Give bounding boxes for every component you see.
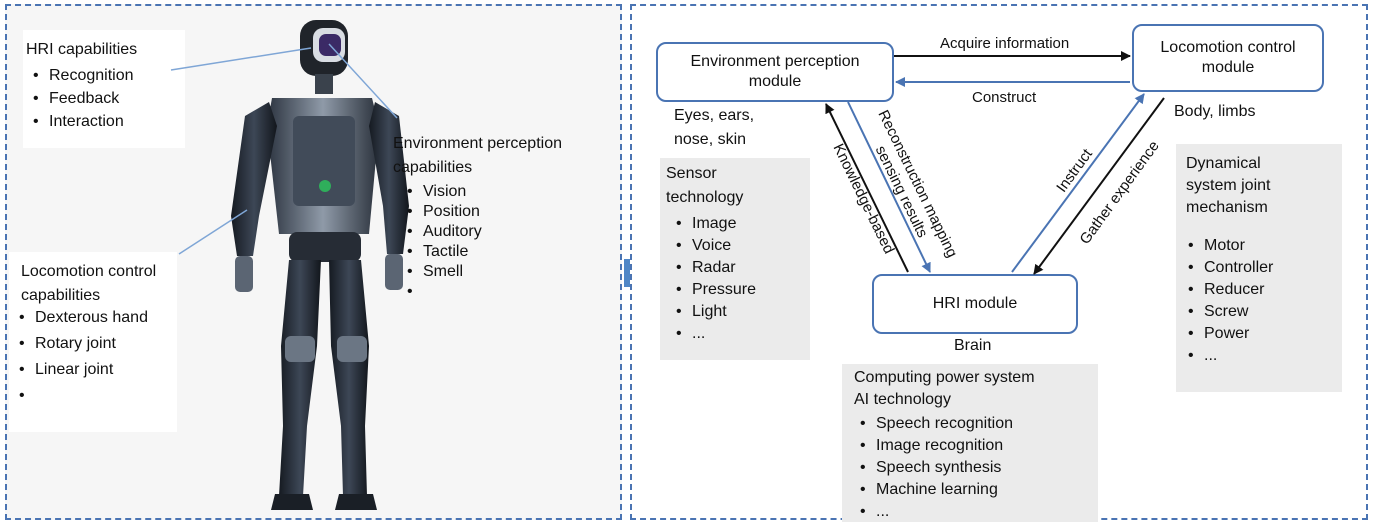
- env-module-line1: Environment perception: [690, 53, 860, 70]
- module-arrows: [825, 51, 1165, 275]
- list-item: Speech synthesis: [854, 458, 1013, 478]
- list-item: Linear joint: [13, 360, 148, 380]
- computing-title-line1: Computing power system: [854, 369, 1035, 386]
- hri-capabilities-list: Recognition Feedback Interaction: [27, 66, 134, 132]
- brain-caption: Brain: [954, 337, 992, 354]
- list-item: Rotary joint: [13, 334, 148, 354]
- locomotion-control-module: Locomotion control module: [1132, 24, 1324, 92]
- env-caption-line1: Eyes, ears,: [674, 107, 755, 124]
- list-item: Radar: [670, 258, 756, 278]
- env-caption: Eyes, ears, nose, skin: [674, 106, 754, 150]
- list-item: Controller: [1182, 258, 1273, 278]
- acquire-label: Acquire information: [940, 35, 1070, 52]
- list-item: Image recognition: [854, 436, 1013, 456]
- list-item: Dexterous hand: [13, 308, 148, 328]
- hri-module: HRI module: [872, 274, 1078, 334]
- list-item: Image: [670, 214, 756, 234]
- list-item: Power: [1182, 324, 1273, 344]
- dynamical-title-line1: Dynamical: [1186, 155, 1261, 172]
- list-item: Screw: [1182, 302, 1273, 322]
- loco-module-line1: Locomotion control: [1160, 39, 1296, 56]
- sensor-list: Image Voice Radar Pressure Light ...: [670, 214, 756, 344]
- dynamical-title-line3: mechanism: [1186, 199, 1268, 216]
- instruct-arrow: [1011, 93, 1145, 273]
- list-item: Vision: [401, 182, 482, 202]
- env-title-line1: Environment perception: [393, 135, 562, 152]
- callout-lines: [170, 43, 398, 255]
- list-item: Recognition: [27, 66, 134, 86]
- env-caption-line2: nose, skin: [674, 131, 747, 148]
- list-item: Reducer: [1182, 280, 1273, 300]
- reconstruction-arrow: [847, 101, 931, 273]
- dynamical-list: Motor Controller Reducer Screw Power ...: [1182, 236, 1273, 366]
- computing-title-line2: AI technology: [854, 391, 951, 408]
- list-item: Tactile: [401, 242, 482, 262]
- list-item: Interaction: [27, 112, 134, 132]
- computing-list: Speech recognition Image recognition Spe…: [854, 414, 1013, 522]
- sensor-title-line2: technology: [666, 189, 744, 206]
- loco-module-line2: module: [1201, 59, 1255, 76]
- env-title-line2: capabilities: [393, 159, 473, 176]
- list-item: Smell: [401, 262, 482, 282]
- list-item: Auditory: [401, 222, 482, 242]
- hri-module-label: HRI module: [932, 295, 1018, 312]
- loco-title-line1: Locomotion control: [21, 263, 157, 280]
- list-item: ...: [854, 502, 1013, 522]
- loco-caption: Body, limbs: [1174, 103, 1256, 120]
- env-perception-module: Environment perception module: [656, 42, 894, 102]
- dynamical-title: Dynamical system joint mechanism: [1186, 154, 1270, 218]
- env-capabilities-title: Environment perception capabilities: [393, 134, 562, 178]
- robot-capabilities-panel: HRI capabilities Recognition Feedback In…: [5, 4, 622, 520]
- humanoid-robot-illustration: [231, 20, 409, 510]
- module-relationship-panel: Environment perception module Locomotion…: [630, 4, 1368, 522]
- loco-capabilities-list: Dexterous hand Rotary joint Linear joint: [13, 308, 148, 406]
- list-item: Speech recognition: [854, 414, 1013, 434]
- hri-capabilities-title: HRI capabilities: [26, 41, 138, 58]
- env-capabilities-list: Vision Position Auditory Tactile Smell: [401, 182, 482, 302]
- list-item: Machine learning: [854, 480, 1013, 500]
- list-item: Light: [670, 302, 756, 322]
- list-item: ...: [670, 324, 756, 344]
- env-module-line2: module: [748, 73, 802, 90]
- loco-title-line2: capabilities: [21, 287, 101, 304]
- list-item: ...: [1182, 346, 1273, 366]
- loco-capabilities-title: Locomotion control capabilities: [21, 262, 156, 306]
- list-item: Position: [401, 202, 482, 222]
- gather-arrow: [1033, 97, 1165, 275]
- dynamical-title-line2: system joint: [1186, 177, 1271, 194]
- list-item: Feedback: [27, 89, 134, 109]
- sensor-title-line1: Sensor: [666, 165, 717, 182]
- list-item: Motor: [1182, 236, 1273, 256]
- computing-title: Computing power system AI technology: [854, 368, 1035, 410]
- list-item: Pressure: [670, 280, 756, 300]
- construct-label: Construct: [972, 89, 1037, 106]
- sensor-title: Sensor technology: [666, 164, 743, 208]
- knowledge-arrow: [825, 103, 909, 273]
- list-item: Voice: [670, 236, 756, 256]
